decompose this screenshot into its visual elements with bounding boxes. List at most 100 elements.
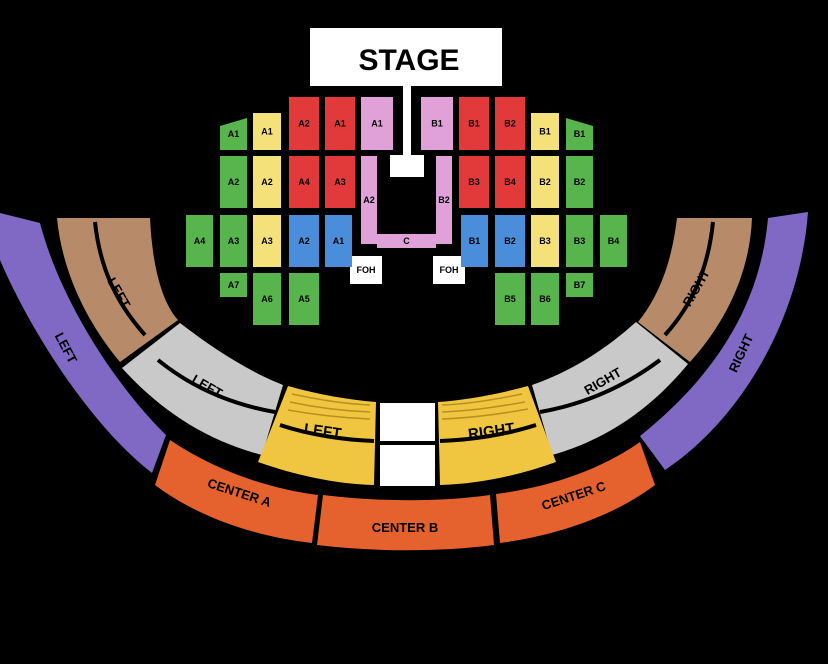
section-center-c[interactable]: CENTER C bbox=[496, 442, 655, 543]
floor-section-label: B4 bbox=[608, 236, 620, 246]
floor-section-label: A1 bbox=[334, 119, 346, 129]
section-outer-left-shape bbox=[0, 213, 166, 473]
floor-section-label: B3 bbox=[468, 177, 480, 187]
floor-section-shape bbox=[289, 273, 319, 325]
floor-section-green-a2[interactable]: A2 bbox=[220, 156, 247, 208]
section-center-white-upper[interactable] bbox=[380, 403, 435, 441]
floor-section-label: B2 bbox=[574, 177, 586, 187]
section-grey-left[interactable]: LEFT bbox=[122, 323, 283, 455]
section-tan-left-line bbox=[93, 221, 147, 337]
floor-section-green-b5[interactable]: B5 bbox=[495, 273, 525, 325]
floor-section-shape bbox=[495, 97, 525, 150]
floor-section-label: A3 bbox=[228, 236, 240, 246]
floor-section-pink-a2[interactable]: A2 bbox=[361, 156, 377, 244]
foh-right-label: FOH bbox=[440, 265, 459, 275]
floor-section-green-b2[interactable]: B2 bbox=[566, 156, 593, 208]
floor-section-label: B7 bbox=[574, 280, 586, 290]
section-center-white-lower[interactable] bbox=[380, 445, 435, 486]
floor-section-red-b1[interactable]: B1 bbox=[459, 97, 489, 150]
floor-section-shape bbox=[325, 156, 355, 208]
section-gold-right-line bbox=[439, 423, 537, 443]
section-gold-right[interactable]: RIGHT bbox=[438, 386, 556, 485]
floor-section-label: A2 bbox=[363, 195, 375, 205]
stage-box bbox=[310, 28, 502, 86]
floor-section-shape bbox=[459, 156, 489, 208]
floor-section-red-b4[interactable]: B4 bbox=[495, 156, 525, 208]
floor-section-green-b4[interactable]: B4 bbox=[600, 215, 627, 267]
floor-section-green-a6[interactable]: A6 bbox=[253, 273, 281, 325]
floor-section-green-a1[interactable]: A1 bbox=[220, 118, 247, 150]
floor-section-green-a3[interactable]: A3 bbox=[220, 215, 247, 267]
floor-section-shape bbox=[531, 113, 559, 150]
floor-section-green-a5[interactable]: A5 bbox=[289, 273, 319, 325]
floor-section-pink-a1[interactable]: A1 bbox=[361, 97, 393, 150]
section-grey-left-line bbox=[156, 358, 276, 414]
floor-section-shape bbox=[289, 97, 319, 150]
floor-section-shape bbox=[461, 215, 488, 267]
floor-section-blue-b1[interactable]: B1 bbox=[461, 215, 488, 267]
floor-section-yellow-b2[interactable]: B2 bbox=[531, 156, 559, 208]
floor-section-red-a3[interactable]: A3 bbox=[325, 156, 355, 208]
section-grey-right[interactable]: RIGHT bbox=[532, 322, 688, 455]
floor-section-label: C bbox=[403, 236, 410, 246]
floor-section-label: A1 bbox=[371, 119, 383, 129]
floor-section-blue-b2[interactable]: B2 bbox=[495, 215, 525, 267]
foh-left-label: FOH bbox=[357, 265, 376, 275]
floor-section-green-b1[interactable]: B1 bbox=[566, 118, 593, 150]
floor-section-red-a4[interactable]: A4 bbox=[289, 156, 319, 208]
floor-section-label: B1 bbox=[431, 119, 443, 129]
floor-section-shape bbox=[253, 273, 281, 325]
floor-section-shape bbox=[566, 273, 593, 297]
floor-section-shape bbox=[495, 215, 525, 267]
floor-section-shape bbox=[495, 273, 525, 325]
floor-section-red-b3[interactable]: B3 bbox=[459, 156, 489, 208]
floor-section-shape bbox=[436, 156, 452, 244]
floor-section-pink-b2[interactable]: B2 bbox=[436, 156, 452, 244]
floor-section-green-b7[interactable]: B7 bbox=[566, 273, 593, 297]
floor-section-shape bbox=[531, 273, 559, 325]
floor-section-label: B2 bbox=[438, 195, 450, 205]
floor-section-green-a7[interactable]: A7 bbox=[220, 273, 247, 297]
floor-section-blue-a1[interactable]: A1 bbox=[325, 215, 352, 267]
floor-section-yellow-b1[interactable]: B1 bbox=[531, 113, 559, 150]
floor-section-label: A2 bbox=[298, 236, 310, 246]
section-gold-left-line bbox=[279, 423, 375, 443]
floor-section-label: A3 bbox=[261, 236, 273, 246]
section-gold-right-label: RIGHT bbox=[467, 420, 516, 443]
section-center-a[interactable]: CENTER A bbox=[155, 440, 318, 543]
section-center-b[interactable]: CENTER B bbox=[317, 495, 494, 551]
floor-section-shape bbox=[220, 156, 247, 208]
floor-section-pink-b1[interactable]: B1 bbox=[421, 97, 453, 150]
section-outer-left[interactable]: LEFT bbox=[0, 213, 166, 473]
floor-section-label: A1 bbox=[261, 127, 273, 137]
floor-section-label: B4 bbox=[504, 177, 516, 187]
section-gold-left[interactable]: LEFT bbox=[258, 386, 376, 485]
foh-left bbox=[350, 256, 382, 284]
floor-section-label: A3 bbox=[334, 177, 346, 187]
floor-section-red-a1[interactable]: A1 bbox=[325, 97, 355, 150]
floor-section-label: A2 bbox=[261, 177, 273, 187]
floor-section-label: B2 bbox=[504, 236, 516, 246]
floor-section-shape bbox=[531, 215, 559, 267]
floor-section-red-a2[interactable]: A2 bbox=[289, 97, 319, 150]
floor-section-red-b2[interactable]: B2 bbox=[495, 97, 525, 150]
floor-section-pink-c[interactable]: C bbox=[377, 234, 436, 248]
section-outer-right-shape bbox=[640, 212, 808, 470]
floor-section-blue-a2[interactable]: A2 bbox=[289, 215, 319, 267]
section-tan-right-line bbox=[663, 221, 715, 337]
floor-section-green-b3[interactable]: B3 bbox=[566, 215, 593, 267]
section-tan-right[interactable]: RIGHT bbox=[638, 218, 752, 362]
floor-section-yellow-a3[interactable]: A3 bbox=[253, 215, 281, 267]
floor-section-yellow-a2[interactable]: A2 bbox=[253, 156, 281, 208]
floor-section-shape bbox=[325, 215, 352, 267]
section-tan-left[interactable]: LEFT bbox=[57, 218, 178, 362]
floor-section-shape bbox=[459, 97, 489, 150]
floor-section-yellow-a1[interactable]: A1 bbox=[253, 113, 281, 150]
floor-section-green-b6[interactable]: B6 bbox=[531, 273, 559, 325]
section-outer-right[interactable]: RIGHT bbox=[640, 212, 808, 470]
floor-section-green-a4[interactable]: A4 bbox=[186, 215, 213, 267]
floor-section-yellow-b3[interactable]: B3 bbox=[531, 215, 559, 267]
section-gold-right-hatch bbox=[441, 393, 529, 420]
floor-section-shape bbox=[220, 273, 247, 297]
